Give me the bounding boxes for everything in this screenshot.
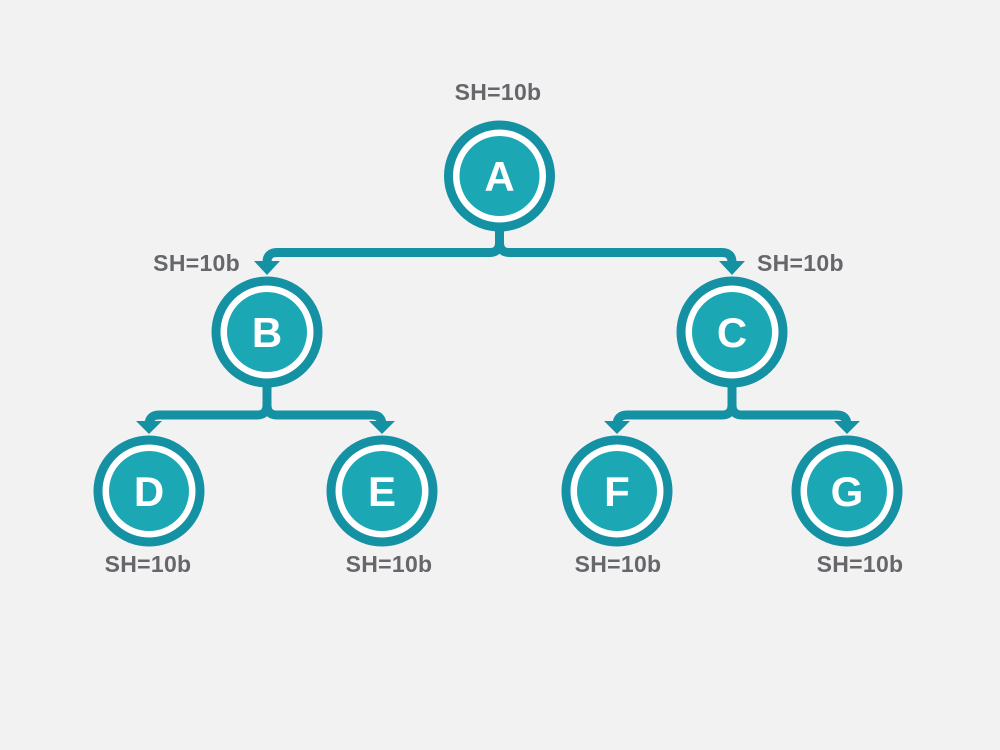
node-g-label: G xyxy=(831,468,864,515)
annotation-node-d: SH=10b xyxy=(105,551,192,577)
node-b-label: B xyxy=(252,309,282,356)
annotation-node-b: SH=10b xyxy=(153,250,240,276)
node-c: C xyxy=(676,276,788,388)
node-f-label: F xyxy=(604,468,630,515)
edge-b-d xyxy=(136,378,272,434)
nodes: A B C D E xyxy=(93,120,903,547)
node-g-circle xyxy=(807,451,887,531)
node-b: B xyxy=(211,276,323,388)
arrowhead-down-icon xyxy=(604,421,630,434)
node-d-label: D xyxy=(134,468,164,515)
annotation-node-c: SH=10b xyxy=(757,250,844,276)
node-d: D xyxy=(93,435,205,547)
node-f: F xyxy=(561,435,673,547)
node-e-circle xyxy=(342,451,422,531)
node-d-circle xyxy=(109,451,189,531)
node-g: G xyxy=(791,435,903,547)
node-e: E xyxy=(326,435,438,547)
node-c-circle xyxy=(692,292,772,372)
arrowhead-down-icon xyxy=(369,421,395,434)
arrowhead-down-icon xyxy=(834,421,860,434)
edge-c-g-line xyxy=(727,378,852,426)
annotation-node-a: SH=10b xyxy=(455,79,542,105)
edge-b-e xyxy=(262,378,395,434)
edge-a-b-line xyxy=(262,222,504,263)
node-a-circle xyxy=(459,136,540,216)
annotations: SH=10b SH=10b SH=10b SH=10b SH=10b SH=10… xyxy=(105,79,904,577)
edge-c-f xyxy=(604,378,737,434)
arrowhead-down-icon xyxy=(254,261,280,275)
arrowhead-down-icon xyxy=(719,261,745,275)
node-a-label: A xyxy=(484,153,514,200)
edge-a-c xyxy=(495,222,745,275)
node-b-circle xyxy=(227,292,307,372)
edge-a-b xyxy=(254,222,504,275)
edge-c-g xyxy=(727,378,860,434)
node-e-label: E xyxy=(368,468,396,515)
edge-b-e-line xyxy=(262,378,387,426)
annotation-node-e: SH=10b xyxy=(346,551,433,577)
annotation-node-f: SH=10b xyxy=(575,551,662,577)
annotation-node-g: SH=10b xyxy=(817,551,904,577)
arrowhead-down-icon xyxy=(136,421,162,434)
edge-b-d-line xyxy=(144,378,272,426)
node-a: A xyxy=(444,120,555,232)
edges xyxy=(136,222,860,434)
edge-a-c-line xyxy=(495,222,737,263)
edge-c-f-line xyxy=(612,378,737,426)
node-c-label: C xyxy=(717,309,747,356)
node-f-circle xyxy=(577,451,657,531)
